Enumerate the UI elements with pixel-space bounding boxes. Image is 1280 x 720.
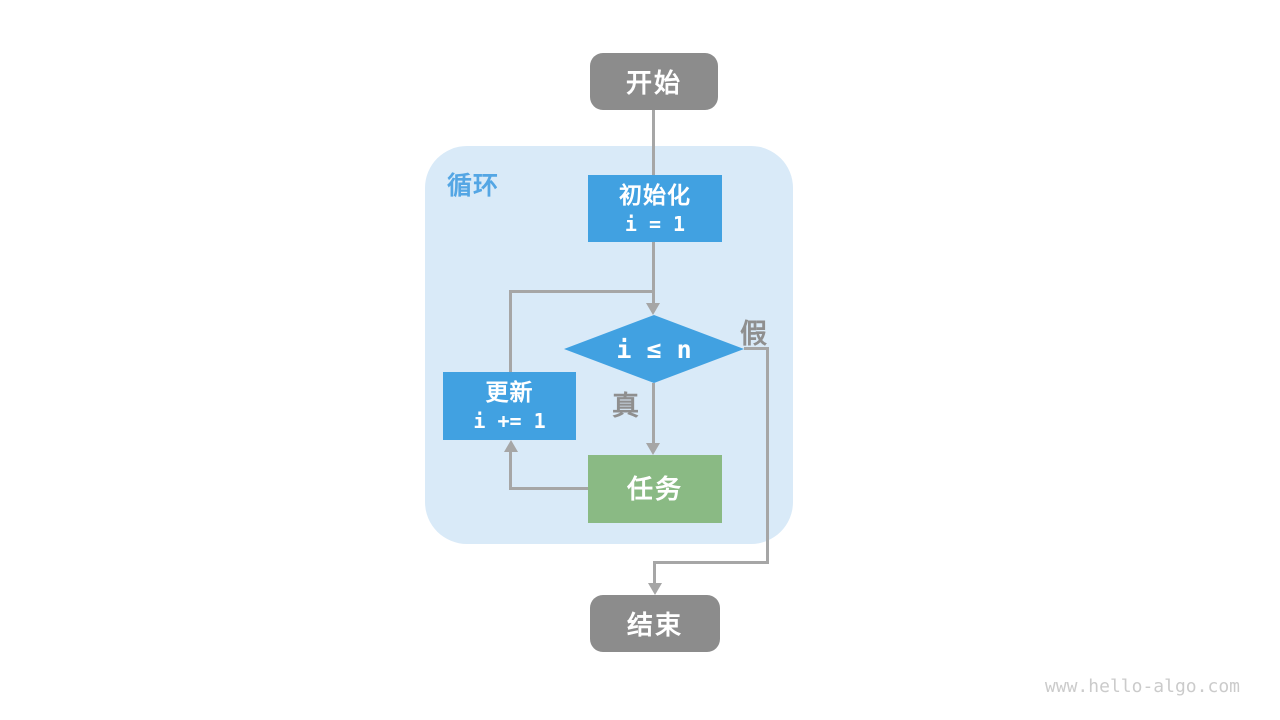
edge-false-left	[653, 561, 769, 564]
edge-false-to-end	[653, 561, 656, 584]
edge-task-to-left	[509, 487, 590, 490]
node-condition-label: i ≤ n	[616, 334, 692, 364]
edge-condition-to-task	[652, 383, 655, 443]
edge-label-true: 真	[612, 391, 639, 421]
edge-label-false: 假	[740, 319, 767, 349]
node-end: 结束	[590, 595, 720, 652]
edge-loopback-horizontal	[509, 290, 655, 293]
edge-start-to-init	[652, 110, 655, 175]
edge-update-to-junction	[509, 290, 512, 372]
arrowhead-into-condition	[646, 303, 660, 315]
edge-false-out	[744, 347, 769, 350]
node-task: 任务	[588, 455, 722, 523]
node-start-label: 开始	[625, 68, 682, 98]
edge-false-down	[766, 347, 769, 564]
node-init-label: 初始化	[619, 181, 691, 208]
node-task-label: 任务	[626, 474, 683, 504]
node-init-code: i = 1	[624, 211, 686, 236]
edge-left-up-to-update	[509, 452, 512, 490]
watermark-text: www.hello-algo.com	[1044, 676, 1240, 697]
node-update-label: 更新	[485, 379, 534, 405]
edge-init-to-condition	[652, 242, 655, 304]
node-start: 开始	[590, 53, 718, 110]
node-init: 初始化 i = 1	[588, 175, 722, 242]
node-update: 更新 i += 1	[443, 372, 576, 440]
arrowhead-into-update	[504, 440, 518, 452]
node-end-label: 结束	[626, 610, 683, 640]
arrowhead-into-task	[646, 443, 660, 455]
arrowhead-into-end	[648, 583, 662, 595]
node-update-code: i += 1	[473, 409, 546, 433]
loop-region-label: 循环	[447, 172, 500, 200]
